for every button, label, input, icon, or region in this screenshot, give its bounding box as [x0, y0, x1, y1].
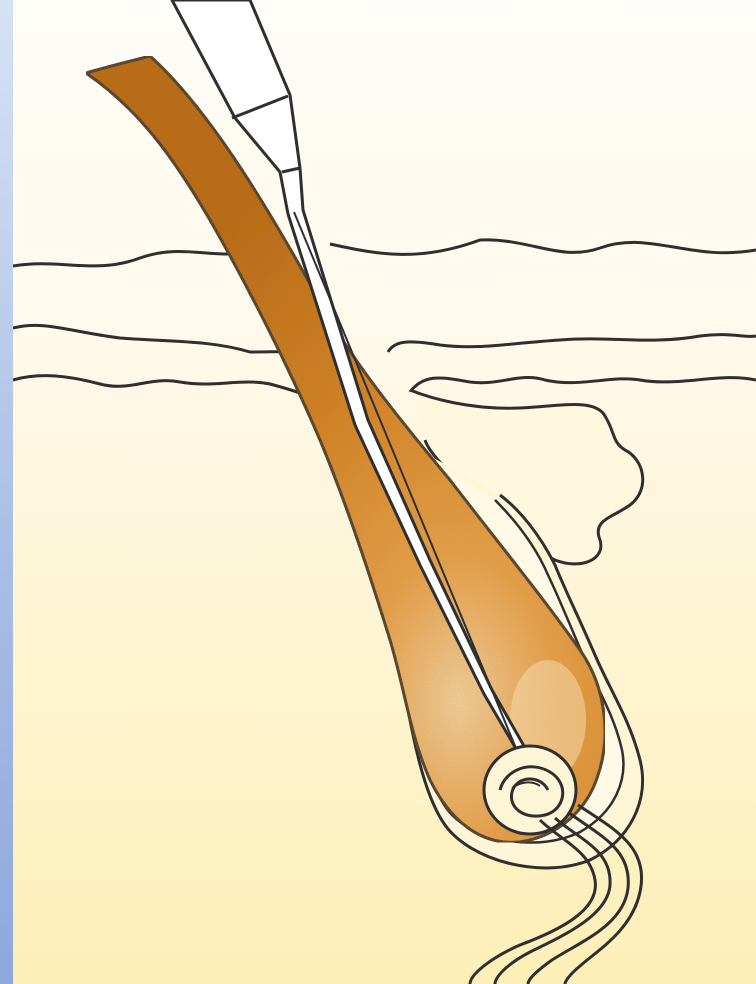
- slide-side-bar: [0, 0, 13, 984]
- hair-follicle-diagram: [13, 0, 756, 984]
- diagram-svg: [13, 0, 756, 984]
